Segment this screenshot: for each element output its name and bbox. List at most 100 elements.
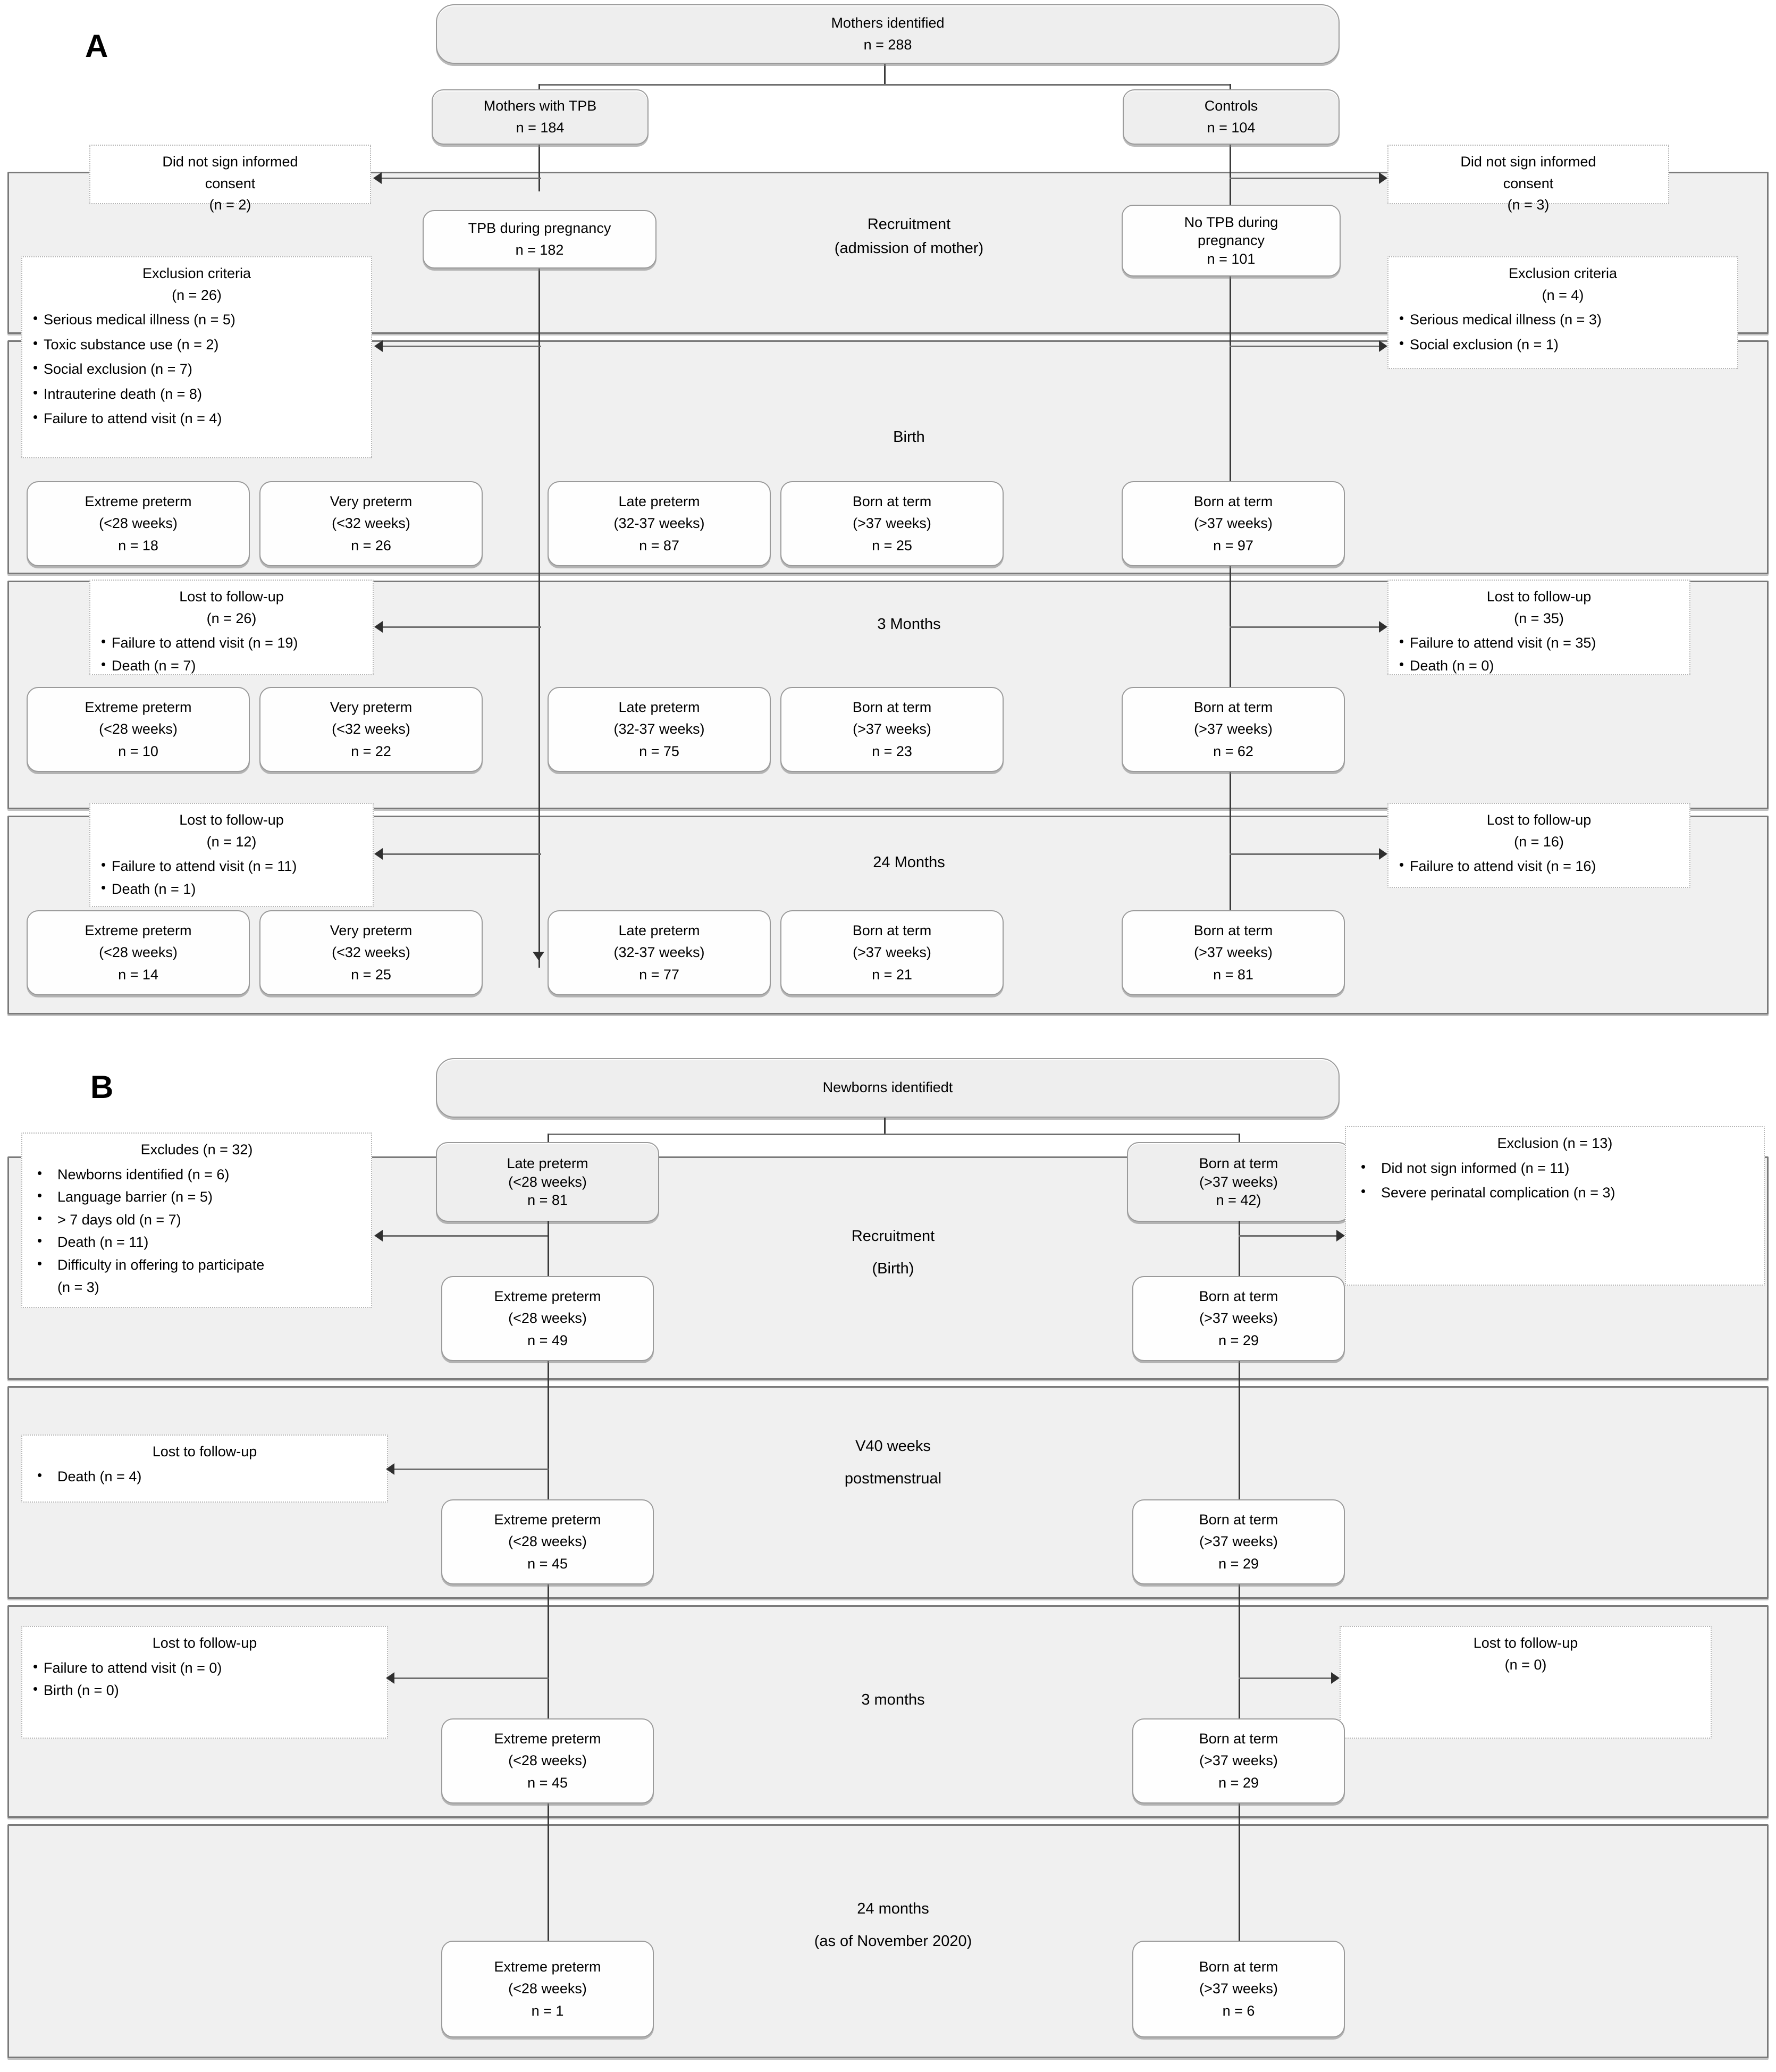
node-24months-very-preterm: Very preterm (<32 weeks) n = 25 [259, 910, 483, 995]
note-item: Newborns identified (n = 6) [30, 1163, 364, 1186]
node-v40-born-at-term-b: Born at term (>37 weeks) n = 29 [1132, 1499, 1345, 1584]
note-item: Language barrier (n = 5) [30, 1185, 364, 1208]
note-3months-left-lost-followup: Lost to follow-up (n = 26) Failure to at… [89, 580, 374, 675]
note-items: Serious medical illness (n = 3) Social e… [1396, 308, 1730, 355]
arrow-3m-lost-right-a [1379, 621, 1387, 633]
arrow-exclusion-left-a [374, 340, 383, 352]
note-v40-left-lost-followup: Lost to follow-up Death (n = 4) [21, 1435, 388, 1503]
node-birth-control-born-at-term: Born at term (>37 weeks) n = 97 [1122, 481, 1345, 566]
node-count: n = 23 [872, 743, 912, 759]
stage-label-line2: (admission of mother) [834, 239, 984, 257]
node-24months-extreme-preterm-b: Extreme preterm (<28 weeks) n = 1 [441, 1941, 654, 2037]
node-title: Born at term [1199, 1512, 1278, 1528]
node-24months-extreme-preterm: Extreme preterm (<28 weeks) n = 14 [27, 910, 250, 995]
spine-controls-lower-a [1230, 276, 1231, 952]
stage-label-line1: 24 Months [873, 854, 945, 871]
spine-term-b [1239, 1221, 1240, 1277]
connector-consent-right-a [1230, 178, 1379, 179]
node-3months-very-preterm: Very preterm (<32 weeks) n = 22 [259, 687, 483, 772]
note-item: Death (n = 1) [98, 877, 365, 900]
note-title: Lost to follow-up [152, 1444, 257, 1459]
connector-v40-lost-left-b [394, 1469, 549, 1470]
connector-top-split-a [884, 64, 886, 85]
stage-label-line2: postmenstrual [844, 1470, 942, 1487]
node-title: Born at term [1199, 1288, 1278, 1305]
node-recruitment-extreme-preterm-b: Extreme preterm (<28 weeks) n = 49 [441, 1276, 654, 1361]
connector-top-split-b [884, 1118, 886, 1135]
stage-label-birth-a: Birth [771, 425, 1047, 449]
node-count: n = 288 [863, 37, 912, 53]
node-count: n = 104 [1207, 120, 1256, 136]
node-3months-born-at-term-b: Born at term (>37 weeks) n = 29 [1132, 1718, 1345, 1803]
node-3months-born-at-term: Born at term (>37 weeks) n = 23 [780, 687, 1004, 772]
node-count: n = 29 [1218, 1332, 1259, 1348]
node-count: n = 77 [639, 966, 679, 983]
node-24months-control-born-at-term: Born at term (>37 weeks) n = 81 [1122, 910, 1345, 995]
node-v40-extreme-preterm-b: Extreme preterm (<28 weeks) n = 45 [441, 1499, 654, 1584]
node-count: n = 97 [1213, 537, 1253, 553]
node-controls: Controls n = 104 [1123, 89, 1340, 145]
node-3months-late-preterm: Late preterm (32-37 weeks) n = 75 [548, 687, 771, 772]
note-item-count: (n = 3) [57, 1279, 99, 1295]
note-item: Failure to attend visit (n = 16) [1396, 854, 1682, 877]
node-title: Newborns identifiedt [822, 1079, 953, 1096]
node-title: Born at term [1199, 1155, 1278, 1172]
node-title: Born at term [852, 922, 932, 939]
node-count: n = 45 [527, 1555, 568, 1572]
spine-tpb-lower-a [538, 266, 540, 968]
note-count: (n = 2) [209, 197, 251, 213]
note-item: Birth (n = 0) [30, 1679, 380, 1701]
node-title-line2: pregnancy [1197, 232, 1265, 249]
node-count: n = 29 [1218, 1555, 1259, 1572]
stage-label-24months-b: 24 months (as of November 2020) [744, 1893, 1042, 1958]
stage-label-line2: (Birth) [872, 1260, 914, 1277]
node-weeks: (<32 weeks) [332, 721, 410, 737]
node-title: Born at term [852, 493, 932, 510]
note-3months-left-lost-followup-b: Lost to follow-up Failure to attend visi… [21, 1626, 388, 1739]
node-birth-late-preterm: Late preterm (32-37 weeks) n = 87 [548, 481, 771, 566]
note-count: (n = 0) [1504, 1656, 1547, 1673]
node-count: n = 182 [515, 242, 564, 258]
node-title: Extreme preterm [85, 922, 192, 939]
stage-label-line1: 24 months [857, 1900, 929, 1917]
note-count: (n = 12) [206, 833, 257, 850]
node-weeks: (>37 weeks) [1199, 1981, 1278, 1997]
note-item: Failure to attend visit (n = 11) [98, 854, 365, 877]
node-count: n = 101 [1207, 250, 1256, 267]
note-items: Death (n = 4) [30, 1465, 380, 1488]
note-title: Lost to follow-up [1486, 589, 1592, 605]
node-weeks: (32-37 weeks) [613, 721, 705, 737]
note-title: Exclusion (n = 13) [1497, 1135, 1613, 1151]
node-weeks: (<28 weeks) [99, 944, 178, 961]
node-no-tpb-during-pregnancy: No TPB during pregnancy n = 101 [1122, 205, 1341, 276]
note-title: Exclusion criteria [1508, 265, 1618, 281]
node-24months-late-preterm: Late preterm (32-37 weeks) n = 77 [548, 910, 771, 995]
note-24months-left-lost-followup: Lost to follow-up (n = 12) Failure to at… [89, 803, 374, 907]
note-item: Failure to attend visit (n = 4) [30, 407, 364, 430]
node-title: Born at term [1199, 1959, 1278, 1975]
node-weeks: (<28 weeks) [508, 1310, 587, 1327]
connector-3m-lost-right-b [1239, 1677, 1332, 1679]
connector-3m-lost-right-a [1230, 626, 1379, 628]
node-title: Late preterm [618, 699, 700, 716]
node-count: n = 6 [1222, 2002, 1255, 2019]
connector-3m-lost-left-a [383, 626, 541, 628]
arrow-3m-lost-right-b [1331, 1672, 1340, 1684]
note-item: Did not sign informed (n = 11) [1353, 1156, 1756, 1179]
panel-a-letter: A [85, 28, 108, 64]
node-title: Extreme preterm [494, 1288, 601, 1305]
node-count: n = 29 [1218, 1774, 1259, 1791]
node-birth-extreme-preterm: Extreme preterm (<28 weeks) n = 18 [27, 481, 250, 566]
node-birth-born-at-term: Born at term (>37 weeks) n = 25 [780, 481, 1004, 566]
node-weeks: (<28 weeks) [508, 1752, 587, 1769]
node-title: Extreme preterm [494, 1512, 601, 1528]
stage-label-line1: Birth [893, 429, 925, 446]
node-title: Controls [1204, 97, 1258, 114]
connector-exclusion-b [1239, 1235, 1337, 1237]
node-mothers-identified: Mothers identified n = 288 [436, 4, 1340, 64]
arrow-consent-left-a [373, 172, 382, 184]
note-count: (n = 4) [1542, 287, 1584, 303]
note-title: Excludes (n = 32) [140, 1142, 253, 1157]
node-weeks: (>37 weeks) [1194, 944, 1273, 961]
